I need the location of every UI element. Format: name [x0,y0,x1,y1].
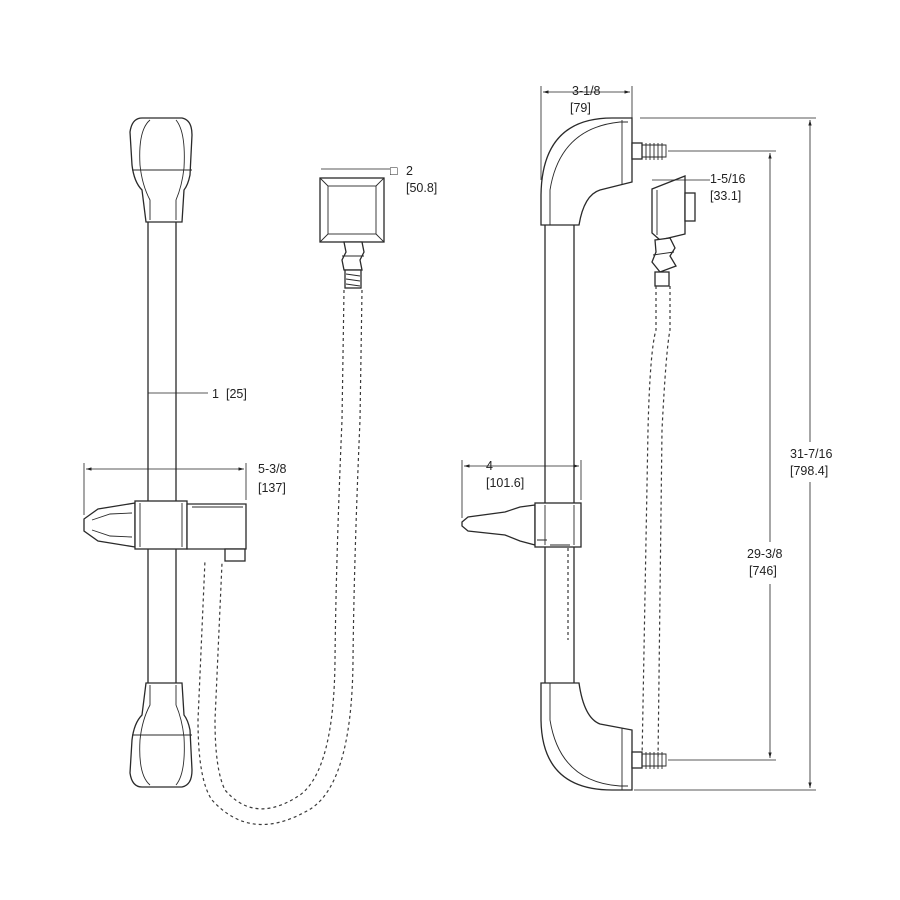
front-view: 1 [25] 5-3/8 [137] □ 2 [50.8] [83,117,437,825]
side-top-anchor [631,142,667,160]
dim-holder-projection: 4 [101.6] [461,459,582,518]
dim-outlet-square-value: 2 [406,164,413,178]
dim-overall-height: 31-7/16 [798.4] [634,117,832,791]
dim-mount-centers: 29-3/8 [746] [668,150,782,761]
side-wall-outlet [651,175,696,287]
dim-outlet-square: □ 2 [50.8] [321,164,437,195]
dim-holder-projection-metric: [101.6] [486,476,524,490]
dim-slider-projection-value: 5-3/8 [258,462,287,476]
dim-outlet-depth: 1-5/16 [33.1] [652,172,745,203]
dim-bar-diameter-value: 1 [212,387,219,401]
front-hose [197,289,363,825]
dim-mount-centers-value: 29-3/8 [747,547,782,561]
front-bottom-bracket [129,682,193,788]
dim-slider-projection: 5-3/8 [137] [83,462,287,515]
front-top-bracket [129,117,193,223]
dim-bar-diameter: 1 [25] [148,387,247,401]
side-top-bracket [540,117,633,226]
side-bottom-anchor [631,751,667,769]
dim-outlet-square-symbol: □ [390,164,398,178]
front-slide-bar [147,219,177,686]
side-view: 3-1/8 [79] 1-5/16 [33.1] 4 [101.6] 31-7/… [461,84,832,791]
side-slider-holder [461,502,582,548]
dim-outlet-square-metric: [50.8] [406,181,437,195]
dim-bracket-depth: 3-1/8 [79] [540,84,633,180]
dim-mount-centers-metric: [746] [749,564,777,578]
dim-outlet-depth-value: 1-5/16 [710,172,745,186]
side-bottom-bracket [540,682,633,791]
dim-holder-projection-value: 4 [486,459,493,473]
dim-bracket-depth-metric: [79] [570,101,591,115]
dim-outlet-depth-metric: [33.1] [710,189,741,203]
dim-slider-projection-metric: [137] [258,481,286,495]
front-wall-outlet [319,177,385,289]
side-slide-bar [544,214,575,684]
dim-bracket-depth-value: 3-1/8 [572,84,601,98]
dim-overall-height-value: 31-7/16 [790,447,832,461]
front-slider-holder [83,500,247,562]
dim-overall-height-metric: [798.4] [790,464,828,478]
dim-bar-diameter-metric: [25] [226,387,247,401]
side-hose [567,286,671,761]
